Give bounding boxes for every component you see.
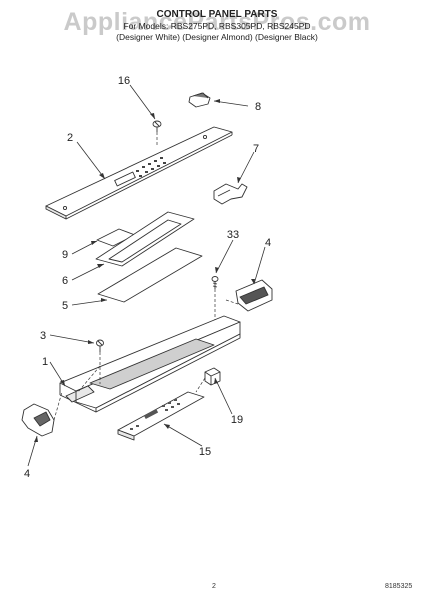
alignment-lines (53, 132, 239, 421)
part-control-panel-2[interactable] (45, 126, 233, 220)
part-screw-16[interactable] (152, 120, 162, 132)
callout-8: 8 (255, 101, 261, 113)
callout-labels: 16 8 2 7 9 6 33 4 5 3 1 19 15 4 (24, 75, 271, 480)
callout-6: 6 (62, 275, 68, 287)
part-housing-1[interactable] (59, 315, 241, 413)
callout-19: 19 (231, 414, 243, 426)
page-number: 2 (212, 583, 216, 590)
callout-3: 3 (40, 330, 46, 342)
part-frame-6[interactable] (95, 211, 195, 267)
callout-4-right: 4 (265, 237, 271, 249)
callout-9: 9 (62, 249, 68, 261)
part-switch-19[interactable] (204, 367, 221, 386)
callout-2: 2 (67, 132, 73, 144)
part-end-cap-left-4[interactable] (21, 403, 55, 437)
diagram-header: CONTROL PANEL PARTS For Models: RBS275PD… (0, 8, 434, 43)
part-knob-8[interactable] (188, 92, 211, 108)
model-list: For Models: RBS275PD, RBS305PD, RBS245PD (123, 21, 311, 31)
callout-7: 7 (253, 143, 259, 155)
color-variants: (Designer White) (Designer Almond) (Desi… (116, 32, 318, 42)
callout-1: 1 (42, 356, 48, 368)
watermark-text: AppliancePartsPros.com (63, 8, 371, 36)
leader-arrowheads (34, 99, 255, 442)
part-screw-3[interactable] (96, 339, 104, 352)
callout-4-left: 4 (24, 468, 30, 480)
part-window-5[interactable] (97, 247, 203, 303)
document-number: 8185325 (385, 583, 413, 590)
callout-15: 15 (199, 446, 211, 458)
part-end-cap-right-4[interactable] (235, 279, 273, 312)
part-bracket-7[interactable] (213, 183, 248, 205)
part-screw-33[interactable] (211, 276, 219, 290)
callout-5: 5 (62, 300, 68, 312)
callout-16: 16 (118, 75, 130, 87)
part-control-board-15[interactable] (117, 391, 205, 441)
callout-33: 33 (227, 229, 239, 241)
diagram-title: CONTROL PANEL PARTS (156, 9, 278, 20)
